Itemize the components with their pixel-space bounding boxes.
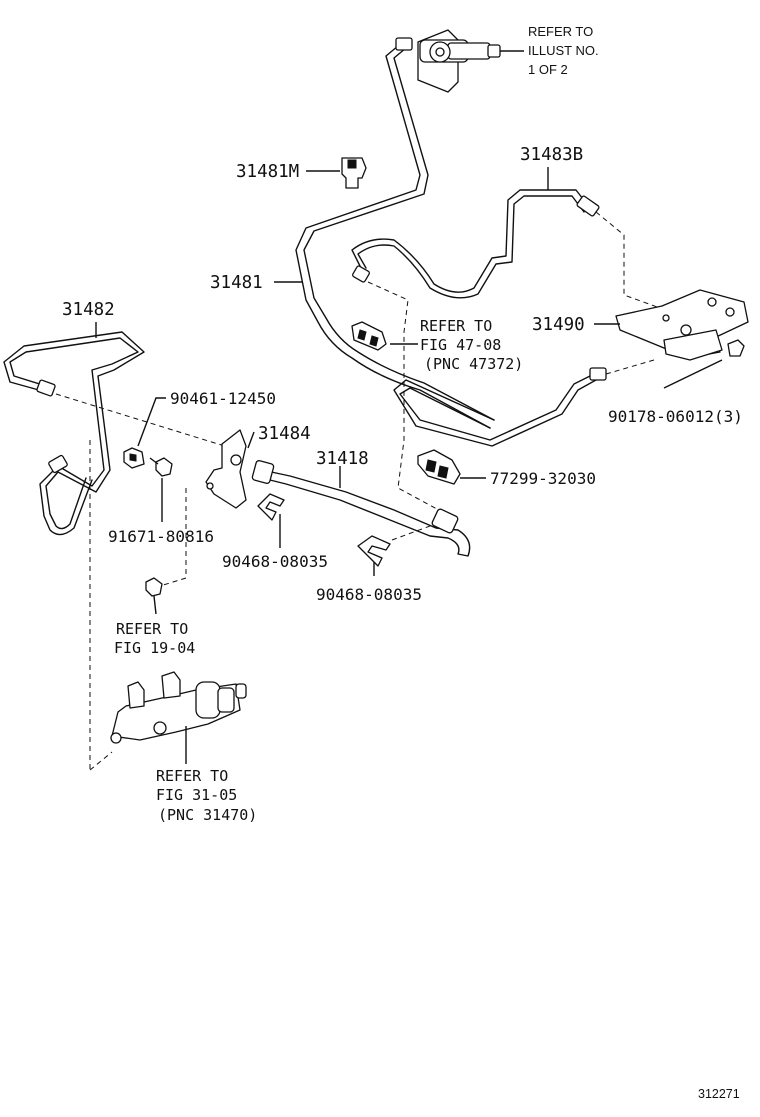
leader-90178	[663, 359, 723, 389]
illustration-code: 312271	[698, 1087, 740, 1101]
bracket-31484	[205, 429, 247, 509]
clamp-77299	[417, 449, 461, 485]
ref-4708-line1: REFER TO	[420, 317, 492, 335]
dash-31482-a	[55, 393, 245, 453]
ref-3105-line2: FIG 31-05	[156, 786, 237, 804]
clutch-tube-31481	[295, 37, 495, 429]
clip-90468-b	[357, 535, 391, 567]
ref-top-line1: REFER TO	[528, 24, 593, 39]
clutch-tube-31482	[3, 331, 145, 536]
clip-90461	[123, 447, 145, 469]
flexible-hose-31418	[251, 460, 471, 557]
label-31482: 31482	[62, 300, 115, 320]
leader-90461	[137, 397, 166, 447]
dash-bolt	[159, 488, 187, 587]
dash-clip-b	[391, 525, 431, 541]
clamp-31481M	[341, 157, 367, 189]
release-cylinder	[110, 671, 247, 744]
ref-1904-line2: FIG 19-04	[114, 639, 195, 657]
label-90461: 90461-12450	[170, 389, 276, 408]
clip-ref-4708	[351, 321, 387, 351]
dash-right-fitting	[605, 359, 655, 375]
ref-4708-line2: FIG 47-08	[420, 336, 501, 354]
label-90468a: 90468-08035	[222, 552, 328, 571]
bracket-31490	[615, 289, 749, 361]
dash-31483B	[595, 211, 661, 309]
ref-3105-line3: (PNC 31470)	[158, 806, 257, 824]
ref-top-line3: 1 OF 2	[528, 62, 568, 77]
dash-vertical-center	[367, 281, 451, 517]
ref-top-line2: ILLUST NO.	[528, 43, 599, 58]
label-31481: 31481	[210, 273, 263, 293]
bolt-91671	[149, 457, 173, 477]
label-90178: 90178-06012(3)	[608, 407, 743, 426]
ref-4708-line3: (PNC 47372)	[424, 355, 523, 373]
label-31481M: 31481M	[236, 162, 299, 182]
label-31418: 31418	[316, 449, 369, 469]
clip-90468-a	[257, 493, 285, 521]
dash-release	[89, 751, 113, 771]
label-77299: 77299-32030	[490, 469, 596, 488]
leader-31484	[247, 431, 255, 449]
label-31484: 31484	[258, 424, 311, 444]
master-cylinder-connector	[417, 29, 501, 93]
bolt-fig1904	[145, 577, 163, 615]
tube-loop-right	[393, 367, 607, 447]
clutch-tube-31483B	[351, 189, 600, 299]
label-31490: 31490	[532, 315, 585, 335]
label-91671: 91671-80816	[108, 527, 214, 546]
label-90468b: 90468-08035	[316, 585, 422, 604]
ref-3105-line1: REFER TO	[156, 767, 228, 785]
label-31483B: 31483B	[520, 145, 583, 165]
ref-1904-line1: REFER TO	[116, 620, 188, 638]
